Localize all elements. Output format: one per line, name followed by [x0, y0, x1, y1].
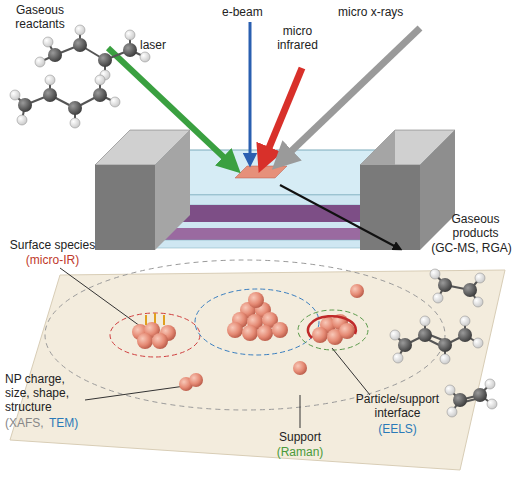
text-label: Particle/support interface: [345, 392, 450, 420]
text-label: (micro-IR): [0, 253, 105, 267]
text-label: (GC-MS, RGA): [428, 241, 515, 255]
text-label: Gaseous products: [438, 212, 513, 240]
text-label: (XAFS,: [5, 416, 55, 430]
text-label: (EELS): [345, 422, 450, 436]
text-label: (Raman): [265, 445, 335, 459]
text-label: NP charge, size, shape, structure: [5, 372, 85, 414]
text-label: laser: [140, 38, 190, 52]
text-label: micro x-rays: [338, 5, 428, 19]
text-label: Support: [265, 430, 335, 444]
text-label: TEM): [49, 416, 89, 430]
text-label: Surface species: [0, 238, 105, 252]
text-label: Gaseous reactants: [0, 3, 80, 31]
text-label: micro infrared: [270, 24, 325, 52]
text-label: e-beam: [222, 5, 282, 19]
